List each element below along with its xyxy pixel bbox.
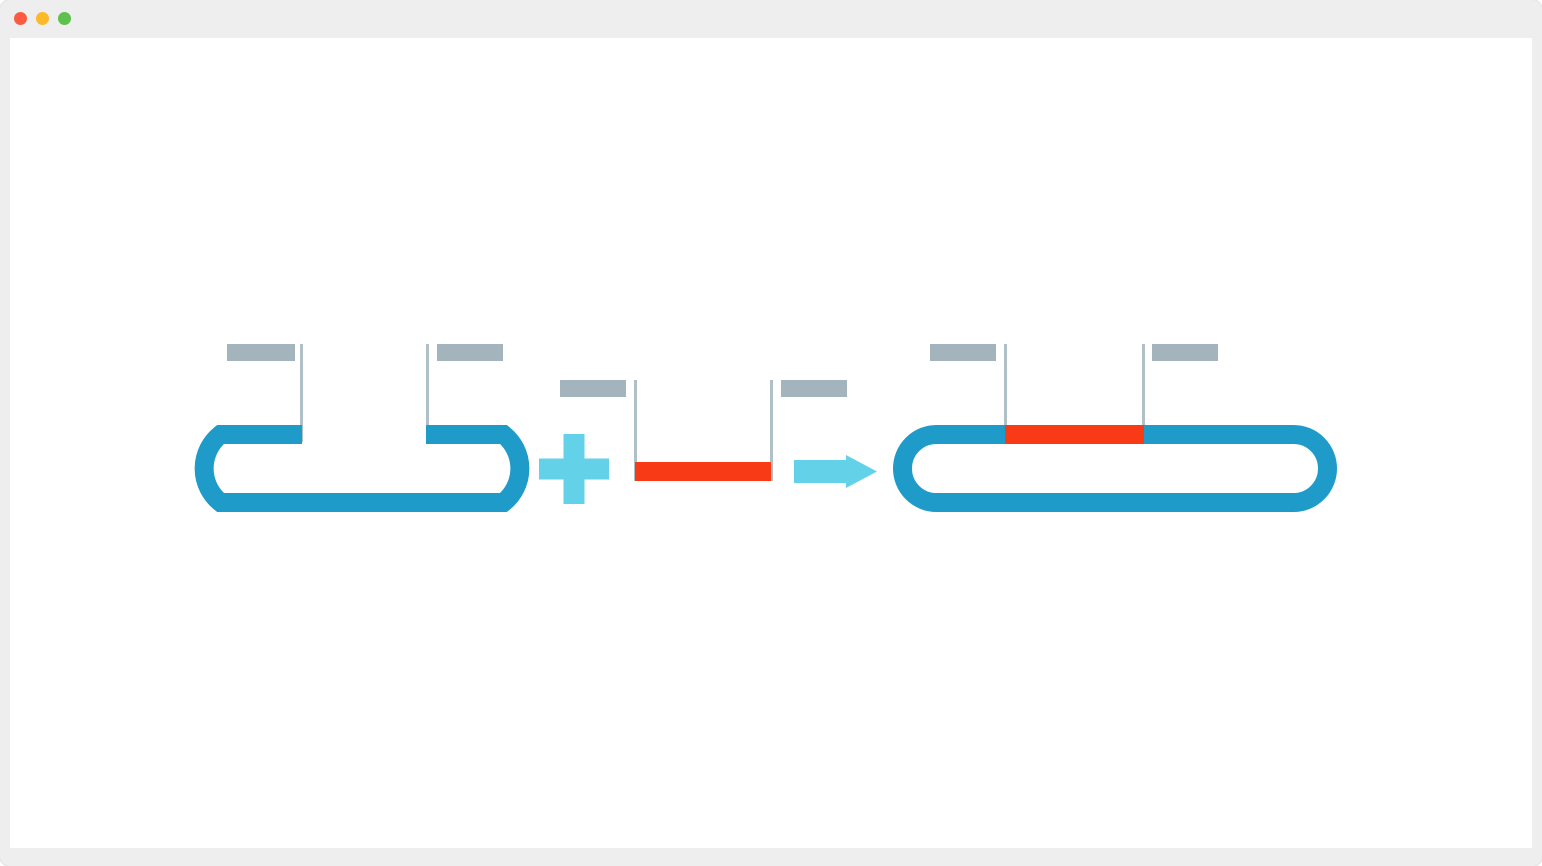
reaction-arrow-icon <box>794 455 877 488</box>
plus-operator-icon <box>539 434 609 504</box>
dna-insert-bar[interactable] <box>635 462 771 481</box>
close-window-button[interactable] <box>14 12 27 25</box>
plasmid-insert-segment[interactable] <box>1005 425 1144 444</box>
insert-site-left-label[interactable] <box>560 380 626 397</box>
recombinant-plasmid-group[interactable] <box>893 344 1337 512</box>
product-site-left-label[interactable] <box>930 344 996 361</box>
traffic-light-group <box>14 12 71 25</box>
window-titlebar[interactable] <box>0 0 1542 38</box>
linearized-vector-group[interactable] <box>194 344 530 512</box>
minimize-window-button[interactable] <box>36 12 49 25</box>
vector-backbone-path[interactable] <box>194 425 530 512</box>
product-site-right-label[interactable] <box>1152 344 1218 361</box>
insert-site-right-label[interactable] <box>781 380 847 397</box>
maximize-window-button[interactable] <box>58 12 71 25</box>
vector-site-left-label[interactable] <box>227 344 295 361</box>
dna-insert-group[interactable] <box>560 380 847 481</box>
vector-site-right-label[interactable] <box>437 344 503 361</box>
